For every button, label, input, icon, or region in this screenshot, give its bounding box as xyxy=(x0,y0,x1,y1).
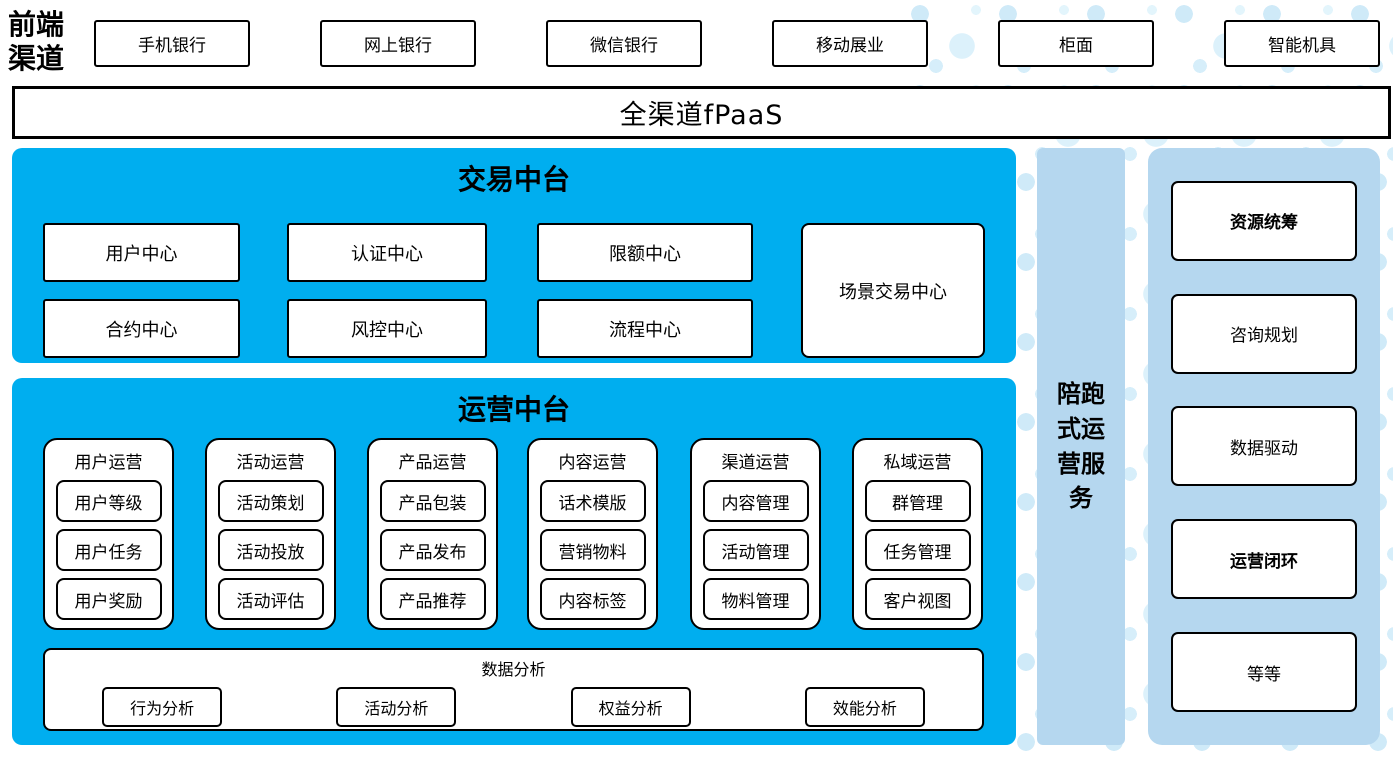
panel-item-operation-loop: 运营闭环 xyxy=(1171,519,1357,600)
op-group-activity: 活动运营 活动策划 活动投放 活动评估 xyxy=(205,438,336,630)
op-item: 群管理 xyxy=(864,480,971,522)
panel-item-etc: 等等 xyxy=(1171,632,1357,713)
op-group-channel: 渠道运营 内容管理 活动管理 物料管理 xyxy=(690,438,821,630)
op-group-title: 活动运营 xyxy=(236,453,305,473)
operation-platform-section: 运营中台 用户运营 用户等级 用户任务 用户奖励 活动运营 活动策划 活动投放 … xyxy=(12,378,1016,745)
op-item: 任务管理 xyxy=(864,529,971,571)
channel-box-mobile-outreach: 移动展业 xyxy=(772,20,928,67)
data-analysis-title: 数据分析 xyxy=(481,660,546,679)
channel-box-mobile-banking: 手机银行 xyxy=(94,20,250,67)
data-analysis-panel: 数据分析 行为分析 活动分析 权益分析 效能分析 xyxy=(43,648,984,731)
operation-platform-title: 运营中台 xyxy=(457,393,570,426)
op-item: 活动管理 xyxy=(702,529,809,571)
analysis-item-behavior: 行为分析 xyxy=(102,687,223,727)
op-item: 内容管理 xyxy=(702,480,809,522)
accompany-operation-service-band: 陪跑式运营服务 xyxy=(1037,148,1125,745)
center-box-auth: 认证中心 xyxy=(287,223,487,282)
front-channel-label: 前端渠道 xyxy=(8,8,65,76)
panel-item-data-driven: 数据驱动 xyxy=(1171,406,1357,487)
channel-box-wechat-banking: 微信银行 xyxy=(546,20,702,67)
op-item: 活动策划 xyxy=(217,480,324,522)
center-box-process: 流程中心 xyxy=(537,299,753,358)
center-box-user: 用户中心 xyxy=(43,223,240,282)
center-box-limit: 限额中心 xyxy=(537,223,753,282)
channel-box-smart-devices: 智能机具 xyxy=(1224,20,1380,67)
trade-platform-section: 交易中台 用户中心 认证中心 限额中心 合约中心 风控中心 流程中心 场景交易中… xyxy=(12,148,1016,363)
channel-box-online-banking: 网上银行 xyxy=(320,20,476,67)
op-group-title: 内容运营 xyxy=(558,453,627,473)
op-item: 话术模版 xyxy=(539,480,646,522)
service-items-panel: 资源统筹 咨询规划 数据驱动 运营闭环 等等 xyxy=(1148,148,1380,745)
op-item: 用户等级 xyxy=(55,480,162,522)
op-group-title: 私域运营 xyxy=(883,453,952,473)
op-group-title: 用户运营 xyxy=(74,453,143,473)
op-item: 活动评估 xyxy=(217,578,324,620)
op-group-user: 用户运营 用户等级 用户任务 用户奖励 xyxy=(43,438,174,630)
data-analysis-row: 行为分析 活动分析 权益分析 效能分析 xyxy=(45,687,982,727)
analysis-item-efficiency: 效能分析 xyxy=(804,687,925,727)
op-group-content: 内容运营 话术模版 营销物料 内容标签 xyxy=(527,438,658,630)
accompany-operation-service-label: 陪跑式运营服务 xyxy=(1057,379,1105,513)
op-item: 内容标签 xyxy=(539,578,646,620)
panel-item-consulting: 咨询规划 xyxy=(1171,293,1357,374)
center-box-scene-trade: 场景交易中心 xyxy=(801,223,985,358)
op-item: 产品包装 xyxy=(379,480,486,522)
op-group-title: 渠道运营 xyxy=(721,453,790,473)
op-item: 产品推荐 xyxy=(379,578,486,620)
op-item: 用户任务 xyxy=(55,529,162,571)
center-box-contract: 合约中心 xyxy=(43,299,240,358)
panel-item-resource-planning: 资源统筹 xyxy=(1171,180,1357,261)
op-item: 物料管理 xyxy=(702,578,809,620)
trade-platform-title: 交易中台 xyxy=(457,163,570,196)
analysis-item-activity: 活动分析 xyxy=(336,687,457,727)
channel-row: 手机银行 网上银行 微信银行 移动展业 柜面 智能机具 xyxy=(0,20,1393,67)
center-box-risk: 风控中心 xyxy=(287,299,487,358)
fpaas-bar: 全渠道fPaaS xyxy=(12,86,1391,139)
op-group-title: 产品运营 xyxy=(398,453,467,473)
op-item: 营销物料 xyxy=(539,529,646,571)
op-item: 用户奖励 xyxy=(55,578,162,620)
channel-box-counter: 柜面 xyxy=(998,20,1154,67)
op-item: 活动投放 xyxy=(217,529,324,571)
op-item: 产品发布 xyxy=(379,529,486,571)
op-group-private-domain: 私域运营 群管理 任务管理 客户视图 xyxy=(852,438,983,630)
op-item: 客户视图 xyxy=(864,578,971,620)
op-group-product: 产品运营 产品包装 产品发布 产品推荐 xyxy=(367,438,498,630)
analysis-item-benefit: 权益分析 xyxy=(570,687,691,727)
